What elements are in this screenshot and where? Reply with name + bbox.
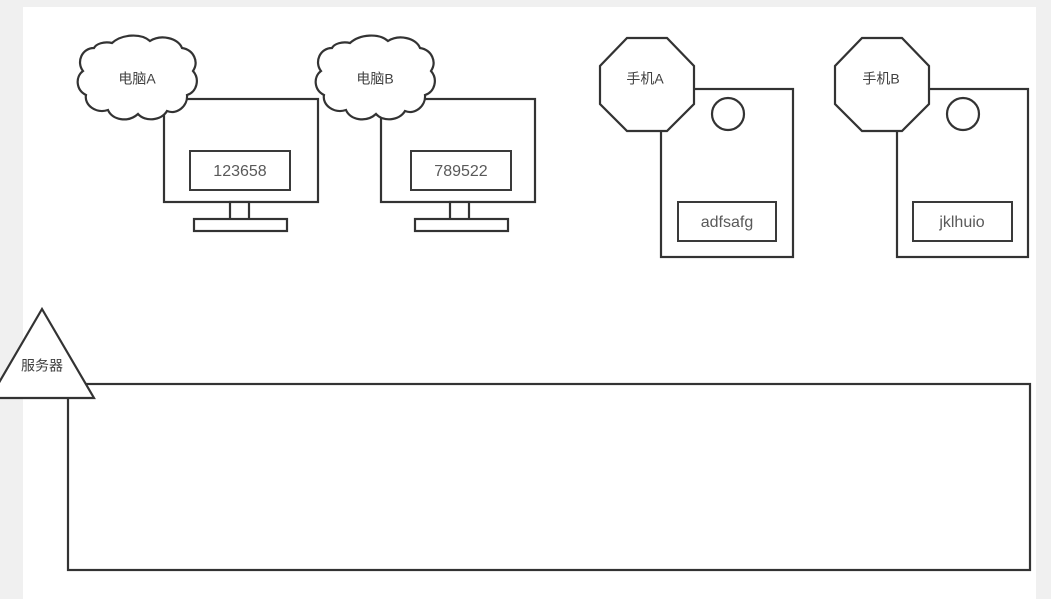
- phone-a-screen-box: [677, 201, 777, 242]
- monitor-b-screen-value: 789522: [434, 163, 487, 180]
- monitor-a-screen-box: [189, 150, 291, 191]
- phone-b-screen-box: [912, 201, 1013, 242]
- server-triangle-shape: [0, 306, 96, 400]
- phone-a-camera-icon: [710, 96, 746, 132]
- phone-a-screen-value: adfsafg: [701, 214, 753, 231]
- monitor-b-stand-neck: [448, 200, 471, 222]
- monitor-b-screen-box: [410, 150, 512, 191]
- server-label: 服务器: [21, 358, 63, 374]
- node-phone-b[interactable]: jklhuio 手机B: [833, 36, 1030, 259]
- cloud-a-shape: [76, 34, 198, 121]
- cloud-a-label: 电脑A: [118, 71, 156, 87]
- phone-b-screen-value: jklhuio: [938, 214, 984, 231]
- phone-b-camera-icon: [945, 96, 981, 132]
- octagon-b-label: 手机B: [862, 71, 899, 87]
- node-computer-a[interactable]: 123658 电脑A: [76, 34, 320, 233]
- server-body: [66, 382, 1032, 572]
- node-server[interactable]: 服务器: [0, 306, 1032, 572]
- monitor-a-screen-value: 123658: [213, 163, 266, 180]
- cloud-b-label: 电脑B: [356, 71, 393, 87]
- octagon-a-shape: [598, 36, 696, 133]
- monitor-a-stand-neck: [228, 200, 251, 222]
- node-computer-b[interactable]: 789522 电脑B: [314, 34, 537, 233]
- octagon-b-shape: [833, 36, 931, 133]
- octagon-a-label: 手机A: [626, 71, 664, 87]
- monitor-b-stand-base: [413, 217, 510, 233]
- cloud-b-shape: [314, 34, 436, 121]
- node-phone-a[interactable]: adfsafg 手机A: [598, 36, 795, 259]
- monitor-a-stand-base: [192, 217, 289, 233]
